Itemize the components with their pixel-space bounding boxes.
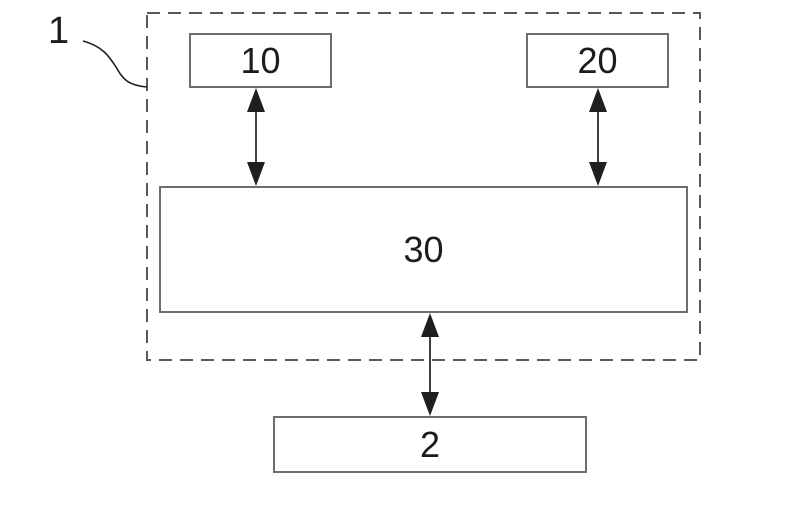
box-2-label: 2 (419, 423, 441, 465)
dashed-boundary-box-1 (146, 12, 701, 361)
double-arrow-20-30 (589, 88, 607, 186)
arrow-head-up-icon (421, 313, 439, 337)
box-2: 2 (273, 416, 587, 473)
box-30: 30 (159, 186, 688, 313)
arrow-head-down-icon (247, 162, 265, 186)
box-20: 20 (526, 33, 669, 88)
arrow-head-up-icon (247, 88, 265, 112)
arrow-head-down-icon (589, 162, 607, 186)
box-20-label: 20 (577, 39, 618, 81)
box-30-label: 30 (403, 228, 444, 270)
reference-label-1: 1 (48, 10, 70, 52)
box-10-label: 10 (240, 39, 281, 81)
arrow-head-down-icon (421, 392, 439, 416)
double-arrow-30-2 (421, 313, 439, 416)
arrow-head-up-icon (589, 88, 607, 112)
leader-line (82, 40, 148, 88)
double-arrow-10-30 (247, 88, 265, 186)
box-10: 10 (189, 33, 332, 88)
